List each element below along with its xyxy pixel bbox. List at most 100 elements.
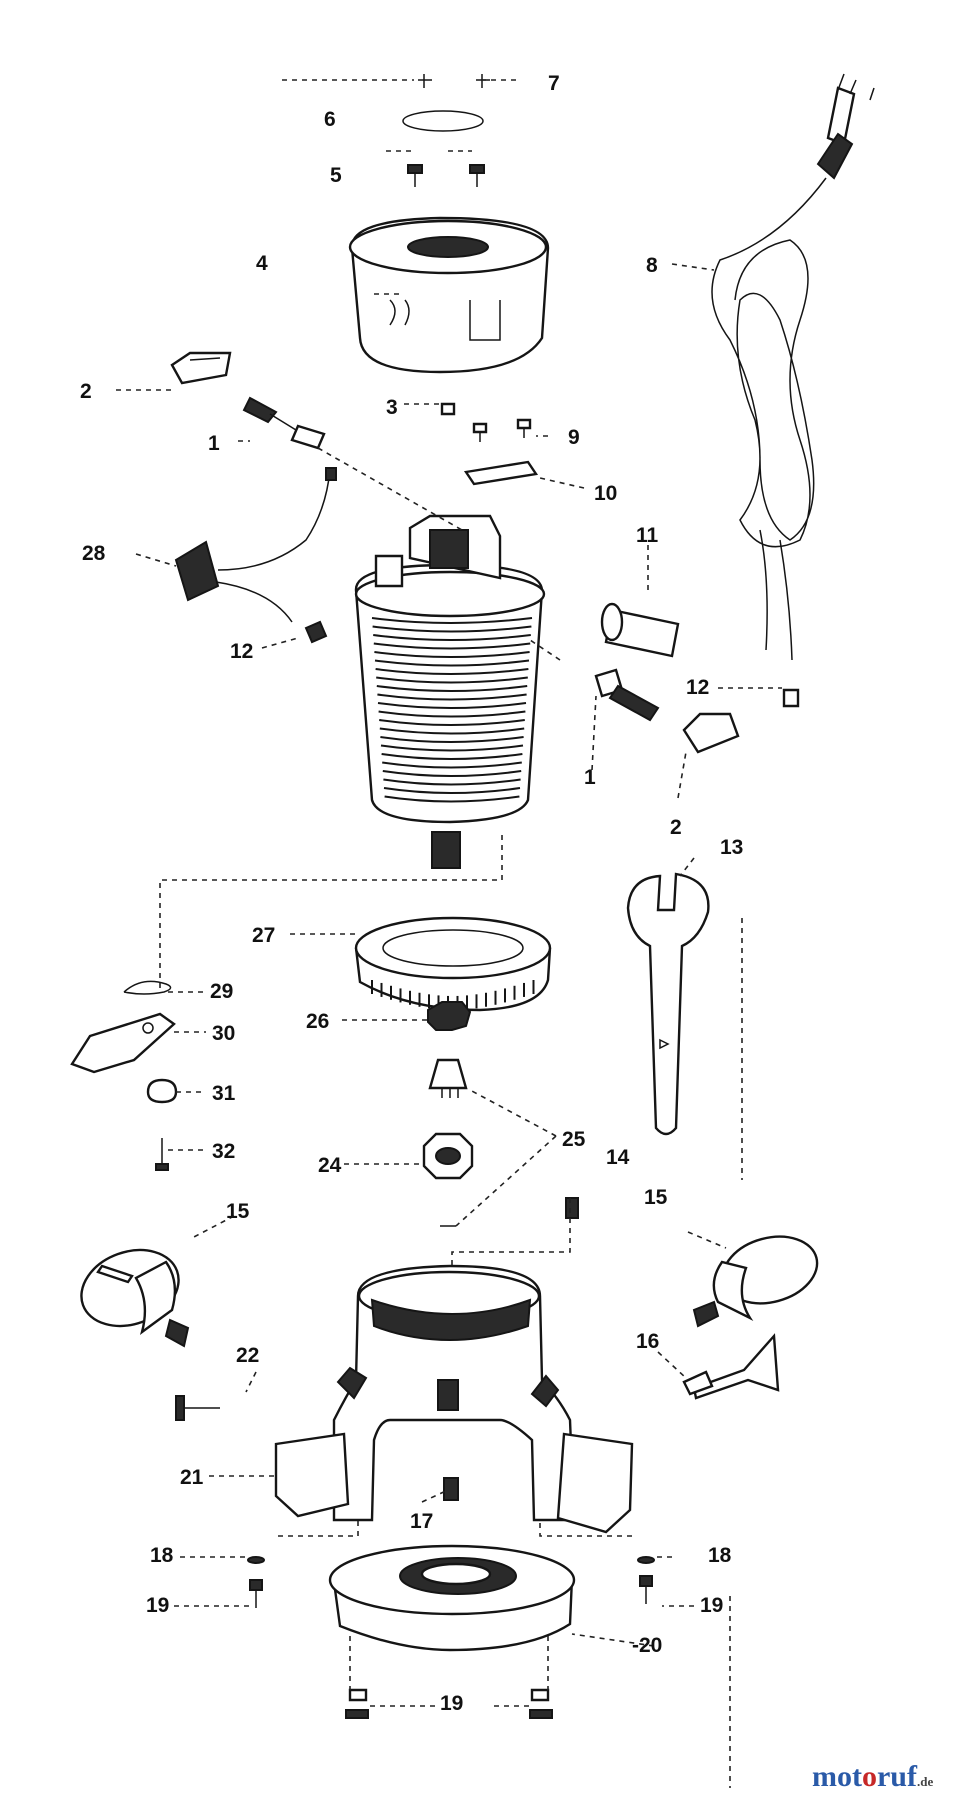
- part-18-washers: [247, 1556, 655, 1564]
- callout-10: 10: [594, 482, 617, 505]
- motor-fin: [371, 617, 533, 624]
- callout-14: 14: [606, 1146, 630, 1169]
- part-24-collet-nut: [422, 1132, 474, 1180]
- callout-30: 30: [212, 1022, 235, 1045]
- part-12-wire-nut-right: [782, 688, 800, 708]
- part-16-wing-screw: [682, 1333, 780, 1400]
- part-29-spring: [123, 980, 172, 995]
- part-20-sub-base: [328, 1544, 576, 1652]
- part-3-pin: [440, 402, 456, 416]
- callout-2a: 2: [80, 380, 92, 403]
- motor-fin: [384, 795, 520, 803]
- part-6-ring: [402, 110, 484, 132]
- motor-fin: [382, 770, 522, 777]
- motor-fin: [373, 642, 531, 650]
- part-28-switch: [174, 467, 337, 623]
- part-26-nut: [427, 1001, 472, 1031]
- part-5-screws: [407, 164, 485, 187]
- part-1-brush-right: [594, 668, 660, 722]
- motor-fin: [380, 744, 524, 752]
- callout-1b: 1: [584, 766, 596, 789]
- motor-fin: [381, 753, 523, 760]
- callout-15a: 15: [226, 1200, 250, 1223]
- callout-1a: 1: [208, 432, 220, 455]
- router-base: [274, 1264, 634, 1534]
- part-11-strain-relief: [600, 602, 680, 658]
- part-31-knob: [146, 1078, 178, 1104]
- svg-text:motoruf.de: motoruf.de: [812, 1760, 933, 1793]
- leader-lines: [116, 79, 782, 1707]
- motor-fin: [372, 625, 532, 633]
- callout-22: 22: [236, 1344, 259, 1367]
- callout-15b: 15: [644, 1186, 668, 1209]
- callout-5: 5: [330, 164, 342, 187]
- watermark-suffix: .de: [917, 1774, 933, 1789]
- callout-19c: 19: [440, 1692, 463, 1715]
- motor-fin: [382, 761, 522, 769]
- callout-12a: 12: [230, 640, 253, 663]
- callout-4: 4: [256, 252, 268, 275]
- callout-24: 24: [318, 1154, 342, 1177]
- motor-fin: [374, 651, 530, 658]
- motor-assembly: [354, 514, 546, 869]
- callout-19a: 19: [146, 1594, 169, 1617]
- callout-6: 6: [324, 108, 336, 131]
- motor-fin: [377, 693, 527, 701]
- motor-fin: [374, 659, 530, 667]
- callout-27: 27: [252, 924, 275, 947]
- callout-29: 29: [210, 980, 233, 1003]
- callout-18b: 18: [708, 1544, 732, 1567]
- part-1-brush-top: [242, 396, 326, 450]
- watermark-part3: ruf: [877, 1760, 918, 1793]
- motoruf-watermark: motoruf.de: [812, 1760, 933, 1793]
- callout-21: 21: [180, 1466, 204, 1489]
- part-9-screws: [472, 418, 532, 442]
- part-27-depth-ring: [354, 916, 552, 1012]
- part-7-screws: [418, 74, 490, 88]
- part-10-plate: [463, 460, 539, 486]
- motor-fin: [379, 727, 525, 735]
- watermark-part2: o: [862, 1760, 877, 1793]
- callout-3: 3: [386, 396, 398, 419]
- callout-11: 11: [636, 524, 659, 547]
- part-14-set-screw: [565, 1197, 579, 1219]
- part-15-knob-left: [80, 1248, 190, 1348]
- part-12-wire-nut-left: [304, 620, 328, 644]
- callout-26: 26: [306, 1010, 329, 1033]
- callout-12b: 12: [686, 676, 709, 699]
- part-32-screw: [155, 1138, 169, 1171]
- part-19-screws-sides: [249, 1575, 653, 1608]
- motor-fin: [379, 719, 525, 726]
- callout-31: 31: [212, 1082, 236, 1105]
- motor-fin: [380, 736, 524, 743]
- part-15-knob-right: [692, 1235, 819, 1328]
- motor-fin: [376, 676, 528, 684]
- motor-fin: [376, 685, 528, 692]
- callout-28: 28: [82, 542, 106, 565]
- part-4-motor-cap: [348, 216, 550, 374]
- motor-fin: [378, 710, 526, 718]
- callout-32: 32: [212, 1140, 235, 1163]
- motor-fin: [377, 702, 527, 709]
- callout-labels: 7 6 5 4 8 2 3 1 9 10 28 11 12 12 1 2 13 …: [80, 72, 743, 1715]
- part-25-collet: [428, 1058, 468, 1098]
- part-13-wrench: [626, 872, 743, 1180]
- callout-2b: 2: [670, 816, 682, 839]
- motor-fin: [383, 787, 521, 794]
- part-19-screws-bottom: [345, 1688, 553, 1719]
- motor-fin: [383, 778, 521, 786]
- part-30-lever: [70, 1012, 176, 1074]
- callout-16: 16: [636, 1330, 659, 1353]
- part-2-brush-cap-top: [170, 351, 232, 385]
- callout-13: 13: [720, 836, 743, 859]
- callout-8: 8: [646, 254, 658, 277]
- part-8-power-cord: [711, 73, 875, 661]
- watermark-part1: mot: [812, 1760, 862, 1793]
- part-22-screw: [175, 1395, 220, 1421]
- callout-25: 25: [562, 1128, 586, 1151]
- callout-17: 17: [410, 1510, 433, 1533]
- motor-fin: [375, 668, 529, 675]
- callout-18a: 18: [150, 1544, 174, 1567]
- callout-9: 9: [568, 426, 580, 449]
